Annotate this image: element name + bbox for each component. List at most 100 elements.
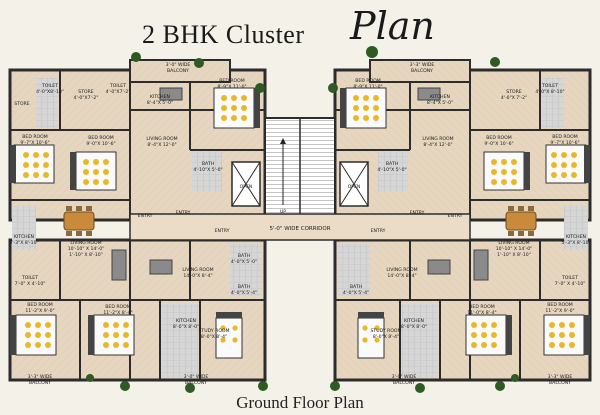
balcony-top-left-dim: BALCONY xyxy=(167,68,189,74)
corridor-label: 5'-0" WIDE CORRIDOR xyxy=(269,226,330,232)
tree-10 xyxy=(330,381,340,391)
living-mid-left-name: LIVING ROOM xyxy=(182,267,213,273)
balcony-bottom-left-name: 3'-3" WIDE xyxy=(28,374,53,380)
kitchen-bottom-right-dim: 8'-0"X 8'-0" xyxy=(401,324,427,330)
balcony-bottom-mid-left-name: 3'-0" WIDE xyxy=(184,374,209,380)
study-left-dim: 8'-0"X 8'-4" xyxy=(201,334,227,340)
tree-8 xyxy=(185,383,195,393)
store-left-name: STORE xyxy=(14,101,30,107)
left-lower-bath-tile xyxy=(230,244,262,296)
sofa-left-b xyxy=(149,259,173,275)
tree-1 xyxy=(131,52,141,62)
sofa-left-c xyxy=(159,87,183,101)
balcony-bottom-mid-right-dim: BALCONY xyxy=(393,380,415,386)
store-right-name: STORE xyxy=(506,89,522,95)
toilet-right-dim: 4'-0"X 8'-10" xyxy=(535,89,564,95)
bath-mid-left-dim: 4'-0"X 5'-0" xyxy=(231,259,257,265)
tree-3 xyxy=(255,83,265,93)
bath-top-left-name: BATH xyxy=(202,161,214,167)
living-mid-left-dim: 14'-0"X 8'-4" xyxy=(183,273,212,279)
tree-4 xyxy=(366,46,378,58)
balcony-top-right-dim: BALCONY xyxy=(411,68,433,74)
store-right-dim: 4'-0"X 7'-2" xyxy=(501,95,527,101)
balcony-bottom-mid-left-dim: BALCONY xyxy=(185,380,207,386)
toilet-top-left-name: TOILET xyxy=(41,83,58,89)
floor-label: Ground Floor Plan xyxy=(236,393,364,412)
bedroom-top-right-a-dim: 8'-9"X 11'-0" xyxy=(353,84,382,90)
kitchen-left-dim: 5'-3"X 8'-10" xyxy=(9,240,38,246)
toilet-upper-left-dim: 4'-0"X7'-2" xyxy=(106,89,131,95)
balcony-bottom-right-dim: BALCONY xyxy=(549,380,571,386)
central-core xyxy=(129,117,471,241)
bedroom-top-left-a-name: BED ROOM xyxy=(219,78,244,84)
study-right-name: STUDY ROOM xyxy=(370,328,401,334)
bedroom-bottom-left-dim: 11'-2"X 9'-0" xyxy=(25,308,54,314)
bedroom-right-inner-name: BED ROOM xyxy=(486,135,511,141)
bedroom-left-mid-name: BED ROOM xyxy=(22,134,47,140)
sofa-right-b xyxy=(427,259,451,275)
bedroom-bottom-right-name: BED ROOM xyxy=(547,302,572,308)
bedroom-bottom-left-b-name: BED ROOM xyxy=(105,304,130,310)
bedroom-top-left-a-dim: 8'-9"X 11'-0" xyxy=(217,84,246,90)
bed-right-d xyxy=(543,314,590,356)
bed-right-f xyxy=(357,312,385,359)
store-upper-left-dim: 4'-0"X7'-2" xyxy=(74,95,99,101)
kitchen-top-right-dim: 8'-4"X 5'-0" xyxy=(427,100,453,106)
bedroom-left-inner-dim: 9'-0"X 10'-6" xyxy=(86,141,115,147)
living-top-right-name: LIVING ROOM xyxy=(422,136,453,142)
bedroom-right-inner-dim: 9'-0"X 10'-6" xyxy=(484,141,513,147)
tree-14 xyxy=(511,374,519,382)
corridor xyxy=(129,213,471,241)
left-bath-tile xyxy=(192,152,222,192)
right-bath-tile xyxy=(378,152,408,192)
bedroom-right-mid-name: BED ROOM xyxy=(552,134,577,140)
entry-label-5: ENTRY xyxy=(410,210,425,216)
bath-mid-left-b-name: BATH xyxy=(238,284,250,290)
toilet-right-low-name: TOILET xyxy=(561,275,578,281)
living-top-left-name: LIVING ROOM xyxy=(146,136,177,142)
bedroom-bottom-right-b-dim: 11'-0"X 8'-4" xyxy=(467,310,496,316)
open-label-right: OPEN xyxy=(348,184,361,190)
living-right-name: LIVING ROOM xyxy=(498,240,529,246)
balcony-top-right-name: 3'-3" WIDE xyxy=(410,62,435,68)
living-mid-right-dim: 14'-0"X 8'-4" xyxy=(387,273,416,279)
bed-left-c xyxy=(213,87,260,129)
balcony-top-left-name: 3'-0" WIDE xyxy=(166,62,191,68)
right-lower-kitchen-tile xyxy=(402,304,438,378)
toilet-left-low-name: TOILET xyxy=(21,275,38,281)
dining-table-left xyxy=(63,206,95,236)
living-left-dim: 10'-10" X 14'-0" xyxy=(68,246,105,252)
bed-left-a xyxy=(10,144,55,184)
bed-right-a xyxy=(545,144,590,184)
bedroom-bottom-left-b-dim: 11'-2"X 8'-4" xyxy=(103,310,132,316)
room-labels: 5'-0" WIDE CORRIDOR UP ENTRY ENTRY ENTRY… xyxy=(9,62,590,386)
left-interior-walls xyxy=(10,70,265,380)
sofa-left-a xyxy=(111,249,127,281)
living-left-name: LIVING ROOM xyxy=(70,240,101,246)
kitchen-bottom-left-dim: 8'-0"X 8'-0" xyxy=(173,324,199,330)
title-script: Plan xyxy=(350,4,435,48)
living-left-sub-dim: 1'-10" X 8'-10" xyxy=(69,252,103,258)
tree-2 xyxy=(194,58,204,68)
store-upper-left-name: STORE xyxy=(78,89,94,95)
study-left-name: STUDY ROOM xyxy=(198,328,229,334)
bath-top-right-dim: 4'-10"X 5'-0" xyxy=(377,167,406,173)
bedroom-bottom-left-name: BED ROOM xyxy=(27,302,52,308)
living-right-sub-dim: 1'-10" X 8'-10" xyxy=(497,252,531,258)
title-main: 2 BHK Cluster xyxy=(142,20,305,49)
left-lower-kitchen-tile xyxy=(162,304,198,378)
tree-12 xyxy=(495,381,505,391)
right-toilet-tile xyxy=(542,78,564,128)
left-kitchen-tile xyxy=(12,205,36,250)
toilet-left-low-dim: 7'-0" X 4'-10" xyxy=(15,281,46,287)
bath-mid-right-name: BATH xyxy=(350,284,362,290)
tree-7 xyxy=(120,381,130,391)
bath-mid-right-dim: 4'-0"X 5'-4" xyxy=(343,290,369,296)
entry-label-2: ENTRY xyxy=(176,210,191,216)
bed-left-f xyxy=(215,312,243,359)
study-right-dim: 8'-0"X 8'-4" xyxy=(373,334,399,340)
balcony-bottom-mid-right-name: 3'-0" WIDE xyxy=(392,374,417,380)
balcony-bottom-left-dim: BALCONY xyxy=(29,380,51,386)
